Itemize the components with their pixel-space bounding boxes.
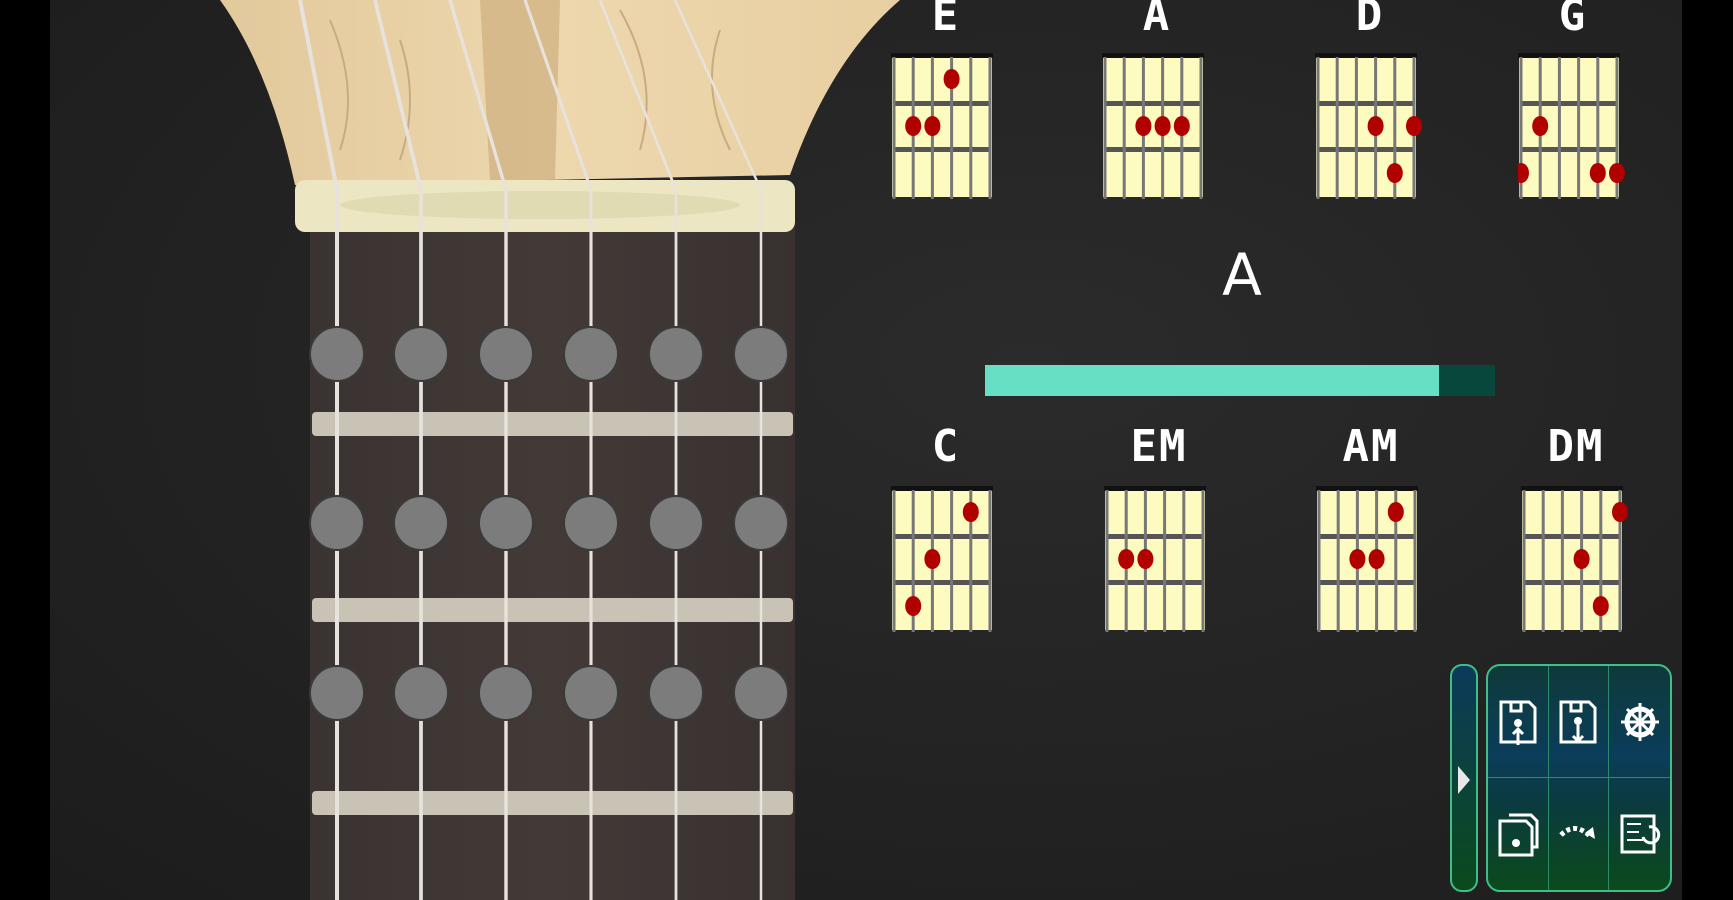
chord-name: EM: [1130, 421, 1188, 472]
finger-dot: [1589, 163, 1606, 183]
guitar-string: [448, 0, 508, 900]
finger-dot: [1518, 163, 1529, 183]
finger-dot: [1592, 596, 1609, 616]
save-upload-icon: [1499, 700, 1537, 745]
chord-name: AM: [1342, 421, 1400, 472]
fret-wire: [312, 412, 793, 436]
fret-position-button[interactable]: [733, 665, 789, 721]
save-download-icon: [1559, 700, 1597, 743]
fret-position-button[interactable]: [393, 665, 449, 721]
finger-dot: [924, 549, 941, 569]
save-button[interactable]: [1548, 666, 1610, 778]
fret-position-button[interactable]: [648, 665, 704, 721]
fret-position-button[interactable]: [478, 495, 534, 551]
chord-name: DM: [1547, 421, 1605, 472]
chevron-right-icon: [1458, 766, 1470, 794]
panel-toggle-button[interactable]: [1450, 664, 1478, 892]
save-as-button[interactable]: [1488, 778, 1549, 890]
finger-dot: [1367, 116, 1384, 136]
fret-position-button[interactable]: [648, 495, 704, 551]
control-panel: [1486, 664, 1672, 892]
redirect-arrow-icon: [1559, 826, 1596, 839]
finger-dot: [1154, 116, 1171, 136]
fret-position-button[interactable]: [393, 326, 449, 382]
chord-name: D: [1355, 0, 1385, 41]
fret-position-button[interactable]: [648, 326, 704, 382]
finger-dot: [943, 69, 960, 89]
chord-diagram: [891, 486, 993, 632]
finger-dot: [1387, 502, 1404, 522]
chord-sheet-refresh-icon: [1620, 814, 1660, 854]
settings-button[interactable]: [1609, 666, 1670, 778]
current-chord-label: A: [1222, 241, 1262, 309]
fret-position-button[interactable]: [478, 665, 534, 721]
finger-dot: [1573, 549, 1590, 569]
chord-diagram: [1315, 53, 1422, 199]
progress-fill: [985, 365, 1439, 396]
fret-position-button[interactable]: [563, 495, 619, 551]
guitar-string: [298, 0, 339, 900]
guitar-string: [373, 0, 423, 900]
finger-dot: [905, 116, 922, 136]
finger-dot: [1173, 116, 1190, 136]
fret-position-button[interactable]: [309, 326, 365, 382]
finger-dot: [1406, 116, 1422, 136]
guitar-string: [598, 0, 678, 900]
fret-wire: [312, 791, 793, 815]
fret-position-button[interactable]: [563, 665, 619, 721]
finger-dot: [1118, 549, 1135, 569]
fret-position-button[interactable]: [563, 326, 619, 382]
finger-dot: [905, 596, 922, 616]
settings-wheel-icon: [1620, 702, 1659, 741]
finger-dot: [1368, 549, 1385, 569]
fret-position-button[interactable]: [309, 495, 365, 551]
finger-dot: [924, 116, 941, 136]
chord-diagram: [1316, 486, 1418, 632]
fretboard: [310, 225, 795, 900]
fret-position-button[interactable]: [478, 326, 534, 382]
fret-position-button[interactable]: [309, 665, 365, 721]
chord-diagram: [1518, 53, 1625, 199]
chord-name: C: [931, 421, 961, 472]
finger-dot: [1612, 502, 1628, 522]
fret-position-button[interactable]: [733, 495, 789, 551]
finger-dot: [1532, 116, 1549, 136]
finger-dot: [1349, 549, 1366, 569]
finger-dot: [1609, 163, 1625, 183]
fret-position-button[interactable]: [393, 495, 449, 551]
chord-diagram: [1521, 486, 1628, 632]
save-copy-icon: [1498, 813, 1539, 857]
load-button[interactable]: [1488, 666, 1549, 778]
next-button[interactable]: [1549, 778, 1610, 890]
finger-dot: [1386, 163, 1403, 183]
finger-dot: [962, 502, 979, 522]
finger-dot: [1137, 549, 1154, 569]
guitar-string: [673, 0, 763, 900]
fret-position-button[interactable]: [733, 326, 789, 382]
chord-name: A: [1142, 0, 1172, 41]
progress-bar: [985, 365, 1495, 396]
guitar-string: [523, 0, 593, 900]
chord-diagram: [1102, 53, 1204, 199]
chord-name: E: [931, 0, 961, 41]
headstock: [220, 0, 900, 185]
chord-diagram: [891, 53, 993, 199]
finger-dot: [1135, 116, 1152, 136]
fret-wire: [312, 598, 793, 622]
reset-sheet-button[interactable]: [1609, 778, 1670, 890]
chord-diagram: [1104, 486, 1206, 632]
chord-name: G: [1558, 0, 1588, 41]
